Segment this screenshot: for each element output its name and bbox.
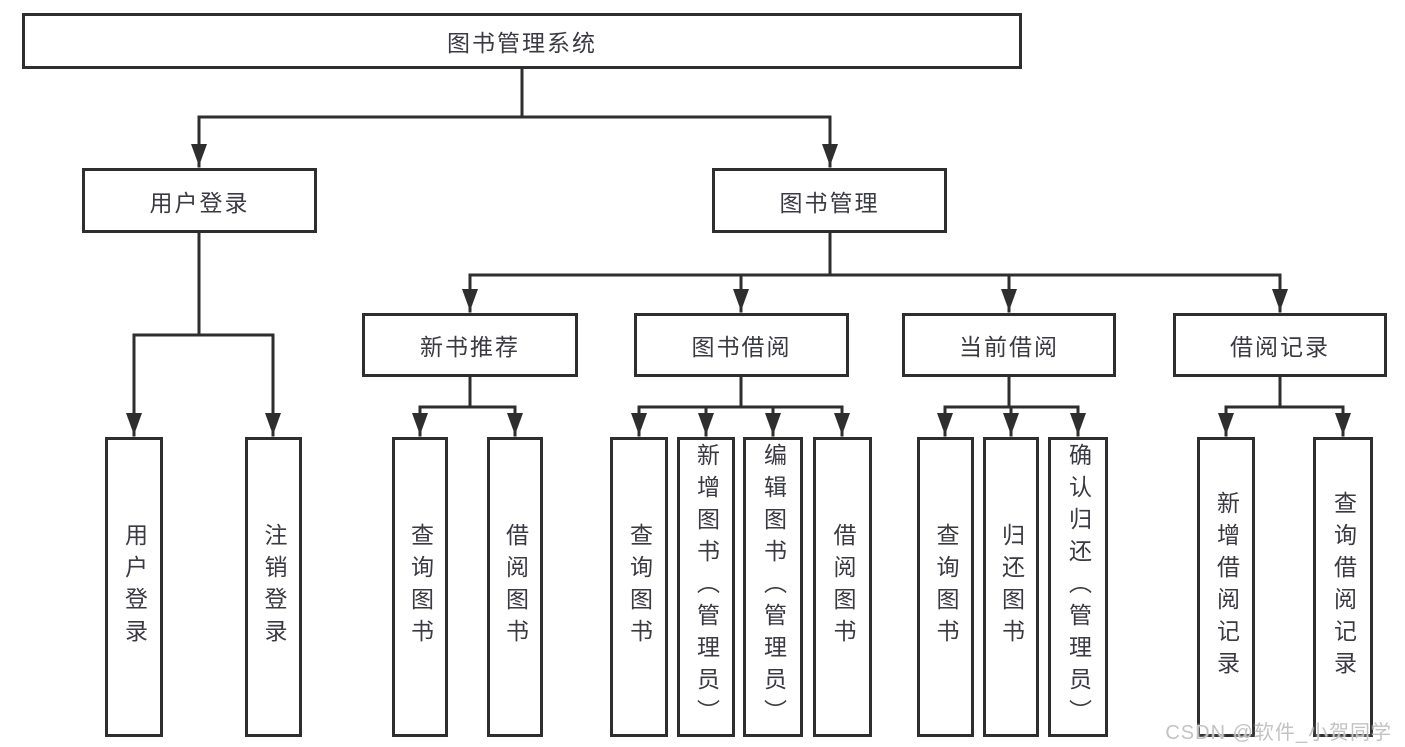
leaf-records-add-record: 新增借阅记录 (1197, 437, 1255, 737)
leaf-current-confirm-return-admin: 确认归还（管理员） (1048, 437, 1108, 737)
node-book-management: 图书管理 (712, 168, 947, 233)
node-borrow-records: 借阅记录 (1173, 313, 1387, 377)
leaf-newbook-query-books: 查询图书 (392, 437, 448, 737)
node-root-system: 图书管理系统 (22, 13, 1022, 69)
node-current-borrow: 当前借阅 (902, 313, 1116, 377)
leaf-borrow-add-books-admin: 新增图书（管理员） (677, 437, 735, 737)
leaf-borrow-borrow-books: 借阅图书 (813, 437, 872, 737)
leaf-borrow-edit-books-admin: 编辑图书（管理员） (743, 437, 803, 737)
node-book-borrow: 图书借阅 (634, 313, 849, 377)
watermark-text: CSDN @软件_小贺同学 (1165, 722, 1392, 744)
leaf-user-login: 用户登录 (105, 437, 163, 737)
node-new-book-recommend: 新书推荐 (362, 313, 578, 377)
leaf-newbook-borrow-books: 借阅图书 (487, 437, 543, 737)
leaf-current-query-books: 查询图书 (917, 437, 974, 737)
leaf-logout-login: 注销登录 (245, 437, 302, 737)
leaf-current-return-books: 归还图书 (983, 437, 1039, 737)
leaf-records-query-record: 查询借阅记录 (1313, 437, 1373, 737)
leaf-borrow-query-books: 查询图书 (610, 437, 668, 737)
node-user-login: 用户登录 (82, 168, 317, 233)
